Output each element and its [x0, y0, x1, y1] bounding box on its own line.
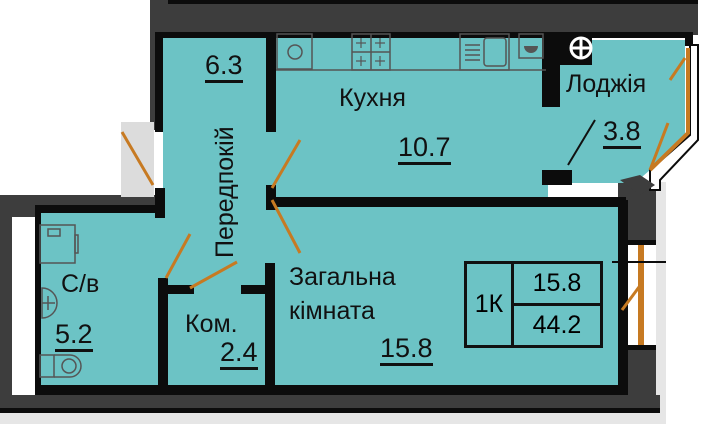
fridge-handle: [524, 46, 538, 53]
fridge-icon: [518, 33, 544, 59]
toilet-tank-icon: [39, 354, 55, 378]
storage-door-swing: [189, 260, 238, 290]
living-area-total: 15.8: [514, 264, 600, 306]
inner-walls: [35, 32, 693, 395]
living-door-swing: [270, 199, 302, 254]
entry-door-swing: [120, 131, 155, 186]
washing-machine-drum: [287, 44, 303, 60]
outer-edge-right: [655, 182, 666, 424]
washing-machine-icon: [276, 33, 313, 70]
living-name-line2: кімната: [289, 297, 375, 325]
living-area: 15.8: [380, 335, 433, 366]
kitchen-door-swing: [270, 139, 302, 189]
loggia-corner: [620, 175, 655, 195]
bath-sink-icon: [41, 287, 58, 319]
total-area: 44.2: [532, 311, 582, 339]
apartment-summary-box: 1К 15.8 44.2: [464, 261, 603, 348]
apartment-type: 1К: [467, 264, 514, 345]
hallway-name: Передпокій: [211, 126, 239, 258]
floor-area: [40, 35, 685, 390]
loggia-window-swing-2: [648, 122, 670, 171]
kitchen-counter: [276, 33, 546, 71]
living-name-line1: Загальна: [289, 263, 396, 291]
hallway-area: 6.3: [205, 52, 243, 83]
bathroom-area: 5.2: [55, 321, 93, 352]
bathroom-door-swing: [164, 233, 192, 279]
living-window-frame: [638, 245, 644, 345]
loggia-area: 3.8: [603, 118, 641, 149]
kitchen-area: 10.7: [398, 134, 451, 165]
window-swing-line: [620, 282, 644, 311]
bathroom-name: С/в: [61, 270, 100, 298]
sink-icon: [459, 33, 510, 71]
toilet-bowl-icon: [54, 354, 82, 378]
storage-area: 2.4: [220, 339, 258, 370]
storage-name: Ком.: [185, 310, 238, 338]
door-swings: [120, 57, 687, 290]
bathroom-fixtures: [39, 224, 82, 378]
loggia-door-swing: [567, 119, 596, 166]
loggia-name: Лоджія: [566, 70, 647, 98]
outer-edge-bottom: [0, 412, 666, 424]
kitchen-name: Кухня: [339, 84, 406, 112]
loggia-window-swing-1: [668, 57, 687, 81]
loggia-window-frame: [648, 48, 690, 172]
stove-burners: [356, 38, 385, 66]
